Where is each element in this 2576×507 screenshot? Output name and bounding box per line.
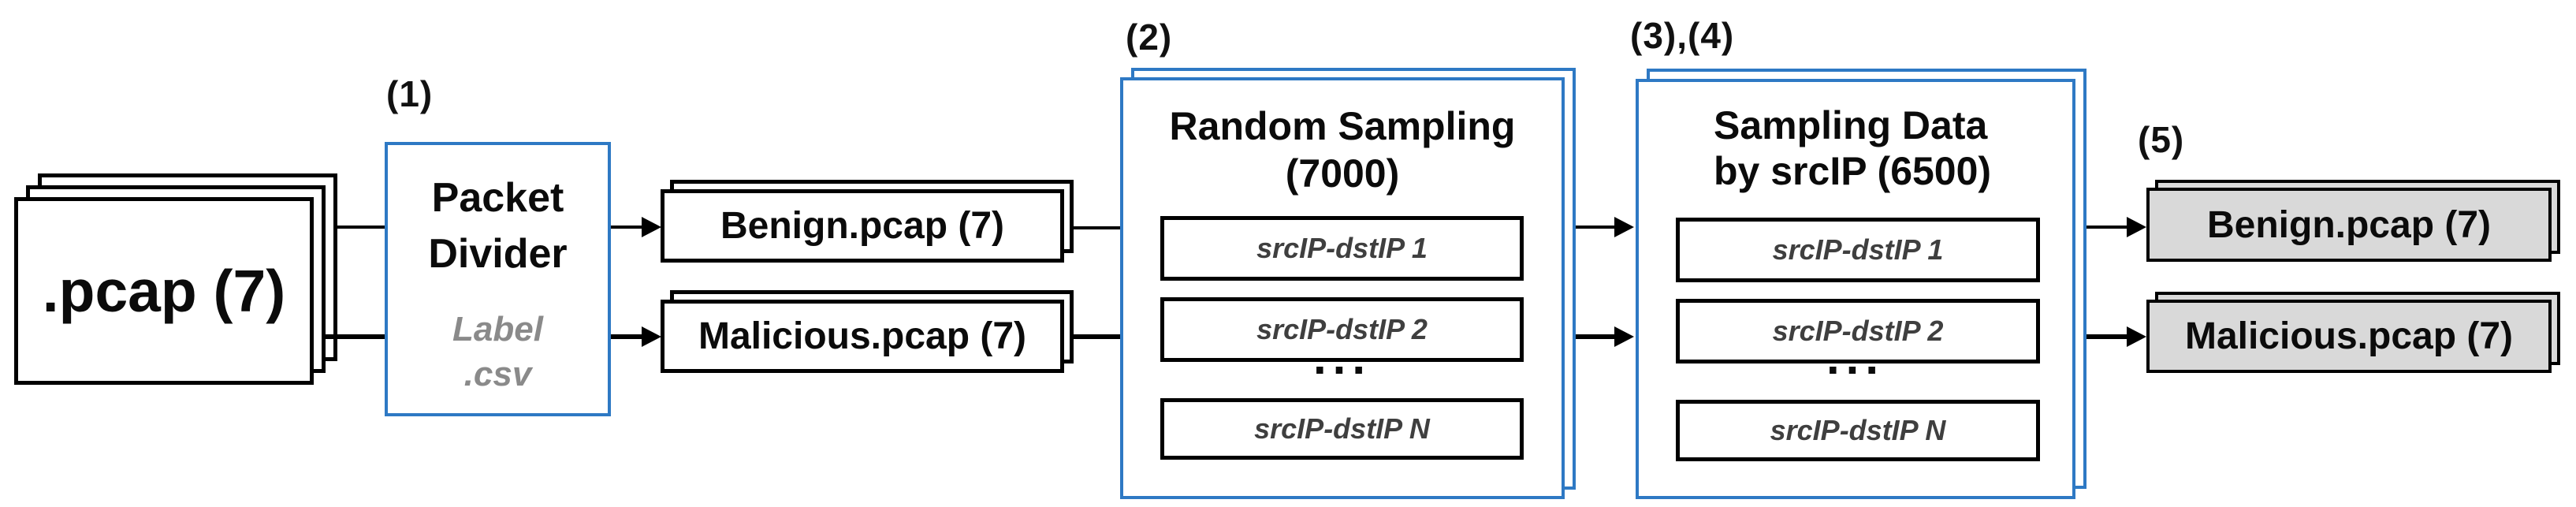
connector-stack-to-divider-top bbox=[334, 226, 385, 229]
arrow-divider-to-malicious-line bbox=[611, 334, 643, 339]
sampling-by-srcip-ellipsis: ... bbox=[1826, 331, 1885, 384]
sampling-by-srcip-item-n: srcIP-dstIP N bbox=[1676, 400, 2040, 461]
malicious-file-box: Malicious.pcap (7) bbox=[661, 300, 1064, 373]
connector-stack-to-divider-bottom bbox=[323, 334, 385, 339]
benign-file-label: Benign.pcap (7) bbox=[720, 205, 1005, 247]
arrow-srcip-to-output-malicious-head bbox=[2127, 326, 2146, 347]
step-5-label: (5) bbox=[2138, 119, 2185, 160]
arrow-srcip-to-output-benign-head bbox=[2127, 217, 2146, 237]
random-sampling-ellipsis: ... bbox=[1312, 331, 1372, 384]
malicious-file-label: Malicious.pcap (7) bbox=[698, 315, 1027, 357]
sampling-by-srcip-item-1: srcIP-dstIP 1 bbox=[1676, 218, 2040, 282]
pcap-stack-front: .pcap (7) bbox=[14, 197, 314, 385]
packet-divider-title: Packet Divider bbox=[388, 170, 608, 282]
random-sampling-item-1: srcIP-dstIP 1 bbox=[1160, 216, 1524, 281]
arrow-divider-to-benign-head bbox=[642, 217, 661, 237]
arrow-srcip-to-output-malicious-line bbox=[2086, 334, 2129, 339]
arrow-sampling-to-srcip-top-line bbox=[1576, 226, 1617, 229]
arrow-sampling-to-srcip-bottom-line bbox=[1576, 334, 1617, 339]
connector-malicious-to-sampling bbox=[1072, 334, 1120, 339]
packet-divider-title-line2: Divider bbox=[428, 231, 568, 277]
connector-benign-to-sampling bbox=[1072, 226, 1120, 229]
packet-divider-subtitle: Label .csv bbox=[388, 307, 608, 397]
step-1-label: (1) bbox=[386, 73, 434, 114]
random-sampling-title: Random Sampling (7000) bbox=[1123, 103, 1562, 197]
sampling-by-srcip-title: Sampling Data by srcIP (6500) bbox=[1714, 103, 2045, 194]
sampling-by-srcip-item-2: srcIP-dstIP 2 bbox=[1676, 299, 2040, 363]
arrow-sampling-to-srcip-top-head bbox=[1614, 217, 1634, 237]
random-sampling-title-line2: (7000) bbox=[1285, 151, 1400, 196]
output-malicious-label: Malicious.pcap (7) bbox=[2184, 315, 2514, 357]
arrow-divider-to-benign-line bbox=[611, 226, 643, 229]
output-malicious-box: Malicious.pcap (7) bbox=[2146, 300, 2552, 373]
sampling-by-srcip-title-line1: Sampling Data bbox=[1714, 103, 1988, 147]
input-pcap-label: .pcap (7) bbox=[42, 258, 286, 324]
packet-divider-subtitle-line2: .csv bbox=[463, 355, 532, 393]
arrow-sampling-to-srcip-bottom-head bbox=[1614, 326, 1634, 347]
benign-file-box: Benign.pcap (7) bbox=[661, 189, 1064, 263]
output-benign-label: Benign.pcap (7) bbox=[2206, 203, 2492, 246]
step-2-label: (2) bbox=[1126, 17, 1173, 58]
output-benign-box: Benign.pcap (7) bbox=[2146, 188, 2552, 262]
packet-divider-box: Packet Divider Label .csv bbox=[385, 142, 611, 416]
random-sampling-item-2: srcIP-dstIP 2 bbox=[1160, 297, 1524, 362]
packet-divider-subtitle-line1: Label bbox=[452, 310, 543, 349]
step-3-4-label: (3),(4) bbox=[1630, 15, 1735, 56]
packet-divider-title-line1: Packet bbox=[431, 175, 564, 221]
sampling-by-srcip-title-line2: by srcIP (6500) bbox=[1714, 149, 1992, 193]
random-sampling-box: Random Sampling (7000) srcIP-dstIP 1 src… bbox=[1120, 77, 1565, 499]
random-sampling-title-line1: Random Sampling bbox=[1169, 104, 1516, 148]
sampling-by-srcip-box: Sampling Data by srcIP (6500) srcIP-dstI… bbox=[1636, 79, 2075, 499]
arrow-srcip-to-output-benign-line bbox=[2086, 226, 2129, 229]
random-sampling-item-n: srcIP-dstIP N bbox=[1160, 398, 1524, 460]
arrow-divider-to-malicious-head bbox=[642, 326, 661, 347]
